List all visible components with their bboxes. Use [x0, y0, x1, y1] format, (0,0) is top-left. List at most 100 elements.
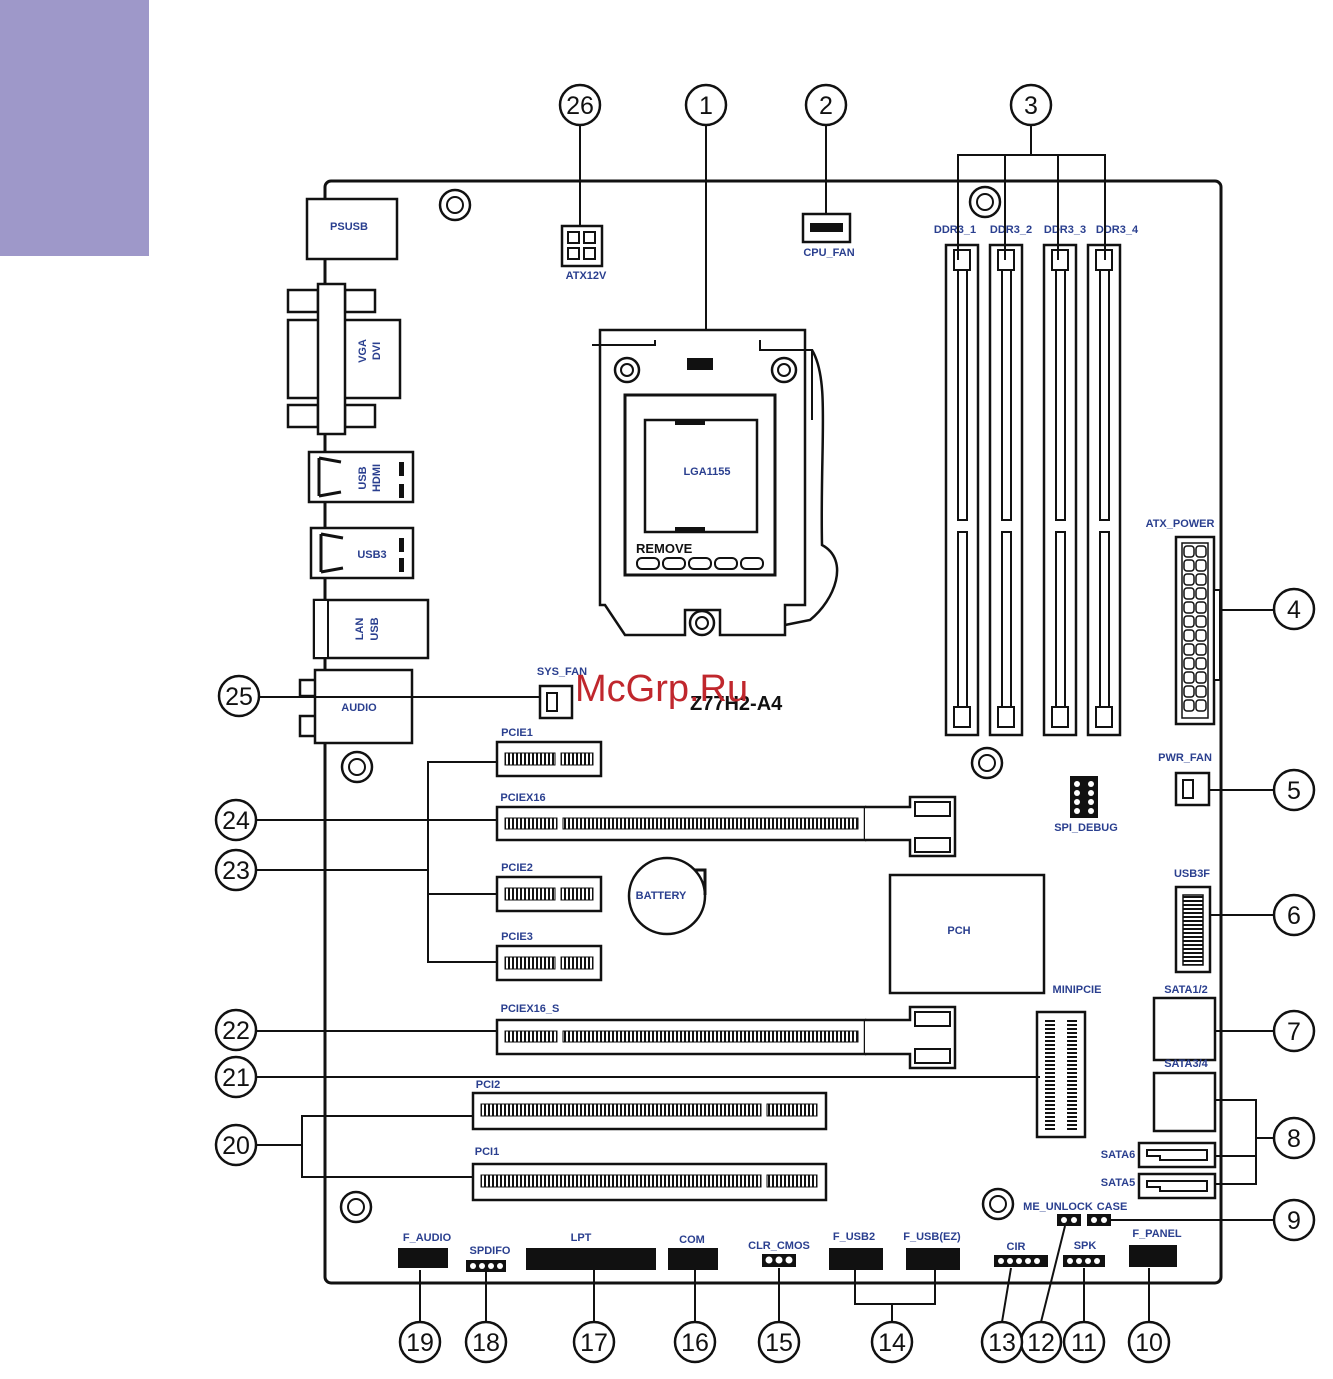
atx12v-label: ATX12V	[566, 270, 607, 282]
mounting-hole	[340, 750, 374, 784]
vga-label: VGA	[357, 339, 369, 363]
pci1-label: PCI1	[475, 1146, 499, 1158]
callout-16: 16	[673, 1320, 717, 1364]
me-unlock-label: ME_UNLOCK	[1023, 1201, 1093, 1213]
callout-number: 3	[1024, 92, 1038, 120]
ddr3-1-label: DDR3_1	[934, 224, 976, 236]
usb3-port	[309, 526, 415, 580]
f-audio-label: F_AUDIO	[403, 1232, 452, 1244]
pwr-fan-label: PWR_FAN	[1158, 752, 1212, 764]
sata12-label: SATA1/2	[1164, 984, 1208, 996]
pcie3-slot	[495, 944, 603, 982]
usb3f-label: USB3F	[1174, 868, 1210, 880]
callout-7: 7	[1272, 1009, 1316, 1053]
spi-debug-label: SPI_DEBUG	[1054, 822, 1118, 834]
callout-6: 6	[1272, 893, 1316, 937]
mounting-hole	[968, 185, 1002, 219]
sata6-label: SATA6	[1101, 1149, 1135, 1161]
sata5-label: SATA5	[1101, 1177, 1135, 1189]
case-label: CASE	[1097, 1201, 1128, 1213]
dvi-label: DVI	[371, 342, 383, 360]
pciex16-slot	[495, 795, 957, 858]
lan-usb-port	[312, 598, 430, 660]
watermark-text: McGrp.Ru	[575, 668, 748, 710]
lpt-header	[526, 1248, 656, 1270]
spk-header	[1063, 1255, 1105, 1267]
f-usb-ez-label: F_USB(EZ)	[903, 1231, 961, 1243]
case-header	[1087, 1214, 1111, 1226]
callout-number: 12	[1027, 1329, 1055, 1357]
callout-number: 10	[1135, 1329, 1163, 1357]
callout-18: 18	[464, 1320, 508, 1364]
f-usb2-label: F_USB2	[833, 1231, 875, 1243]
callout-number: 2	[819, 92, 833, 120]
clr-cmos-jumper	[762, 1254, 796, 1267]
callout-number: 20	[222, 1132, 250, 1160]
com-label: COM	[679, 1234, 705, 1246]
callout-12: 12	[1019, 1320, 1063, 1364]
ddr3-slots	[944, 243, 1122, 737]
callout-26: 26	[558, 83, 602, 127]
mounting-hole	[339, 1190, 373, 1224]
pcie2-slot	[495, 875, 603, 913]
callout-number: 5	[1287, 777, 1301, 805]
atx12v-connector	[560, 224, 604, 268]
usb-hdmi-port	[307, 450, 415, 504]
ddr3-4-label: DDR3_4	[1096, 224, 1139, 236]
spdifo-label: SPDIFO	[470, 1245, 511, 1257]
audio-label: AUDIO	[341, 702, 377, 714]
usb3-label: USB3	[357, 549, 386, 561]
psusb-port	[305, 197, 399, 261]
pcie1-label: PCIE1	[501, 727, 533, 739]
sata6-port	[1137, 1141, 1217, 1169]
cpu-socket	[592, 328, 839, 637]
sys-fan-header	[538, 684, 574, 720]
callout-number: 17	[580, 1329, 608, 1357]
callout-24: 24	[214, 798, 258, 842]
pci2-slot	[471, 1091, 828, 1131]
callout-number: 21	[222, 1064, 250, 1092]
callout-17: 17	[572, 1320, 616, 1364]
callout-14: 14	[870, 1320, 914, 1364]
lpt-label: LPT	[571, 1232, 592, 1244]
callout-2: 2	[804, 83, 848, 127]
pcie2-label: PCIE2	[501, 862, 533, 874]
hdmi-label: HDMI	[371, 464, 383, 492]
f-usb-ez-header	[906, 1248, 960, 1270]
callout-8: 8	[1272, 1116, 1316, 1160]
callout-number: 14	[878, 1329, 906, 1357]
callout-number: 25	[225, 683, 253, 711]
spdifo-header	[466, 1260, 506, 1272]
callout-19: 19	[398, 1320, 442, 1364]
callout-5: 5	[1272, 768, 1316, 812]
vga-dvi-port	[286, 282, 402, 436]
callout-4: 4	[1272, 587, 1316, 631]
pci1-slot	[471, 1162, 828, 1202]
callout-11: 11	[1062, 1320, 1106, 1364]
callout-13: 13	[980, 1320, 1024, 1364]
callout-23: 23	[214, 848, 258, 892]
sata34-label: SATA3/4	[1164, 1058, 1208, 1070]
sys-fan-label: SYS_FAN	[537, 666, 587, 678]
chapter-tab	[0, 0, 149, 256]
cir-label: CIR	[1007, 1241, 1026, 1253]
usb-label: USB	[357, 466, 369, 489]
remove-label: REMOVE	[636, 541, 693, 556]
callout-9: 9	[1272, 1198, 1316, 1242]
usb3f-header	[1174, 885, 1212, 974]
minipcie-slot	[1035, 1010, 1087, 1139]
callout-number: 8	[1287, 1125, 1301, 1153]
battery	[627, 856, 707, 936]
callout-number: 22	[222, 1017, 250, 1045]
callout-number: 23	[222, 857, 250, 885]
callout-number: 24	[222, 807, 250, 835]
callout-number: 15	[765, 1329, 793, 1357]
spi-debug-header	[1070, 776, 1098, 818]
lan-usb-label: USB	[369, 617, 381, 640]
pch-chip	[888, 873, 1046, 995]
clr-cmos-label: CLR_CMOS	[748, 1240, 810, 1252]
mounting-hole	[970, 746, 1004, 780]
mounting-hole	[438, 188, 472, 222]
me-unlock-jumper	[1057, 1214, 1081, 1226]
board-model: Z77H2-A4	[690, 693, 783, 715]
